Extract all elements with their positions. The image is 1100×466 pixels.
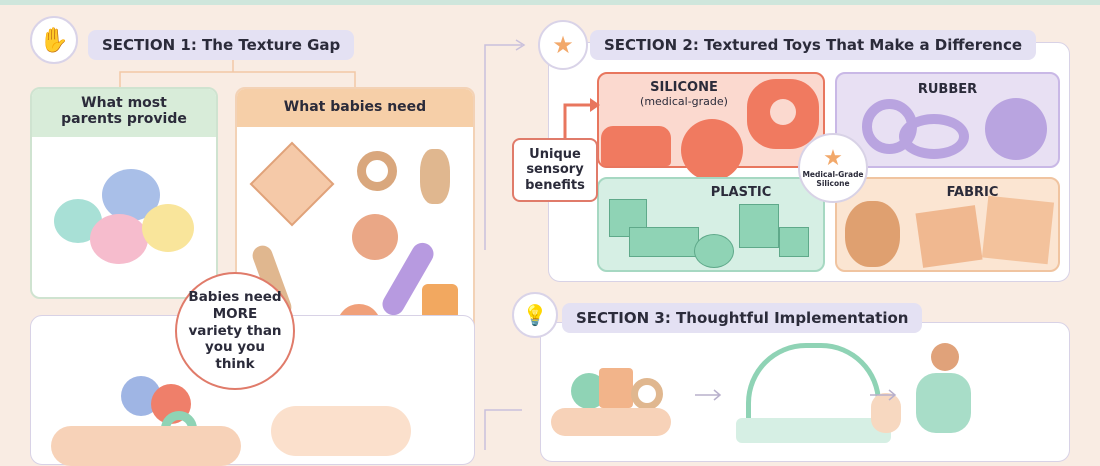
plastic-gear xyxy=(694,234,734,268)
parent-figure xyxy=(931,343,959,371)
rubber-ball xyxy=(985,98,1047,160)
teddy-bear xyxy=(845,201,900,267)
fabric-label: FABRIC xyxy=(946,185,999,200)
baby-hands xyxy=(271,406,411,456)
plush-toy xyxy=(90,214,148,264)
silicone-teether xyxy=(747,79,819,149)
callout-arrow xyxy=(563,98,600,140)
rubber-ring xyxy=(899,114,969,159)
section1-branch xyxy=(119,71,356,87)
fabric-book xyxy=(599,368,633,408)
callout-text: Unique sensory benefits xyxy=(525,146,585,193)
medical-grade-badge: ★ Medical-Grade Silicone xyxy=(798,133,868,203)
sensory-cube xyxy=(422,284,458,320)
material-rubber: RUBBER xyxy=(835,72,1060,168)
silicone-mat xyxy=(601,126,671,166)
teething-ring xyxy=(631,378,663,410)
arrow-to-section2 xyxy=(484,44,522,250)
material-plastic: PLASTIC xyxy=(597,177,825,272)
silicone-label: SILICONE xyxy=(650,80,718,95)
plastic-label: PLASTIC xyxy=(710,185,772,200)
plush-toy xyxy=(142,204,194,252)
section2-title: SECTION 2: Textured Toys That Make a Dif… xyxy=(590,30,1037,60)
badge-text: Medical-Grade Silicone xyxy=(802,170,864,188)
plastic-block xyxy=(629,227,699,257)
plastic-cube xyxy=(779,227,809,257)
top-accent-bar xyxy=(0,0,1100,5)
fabric-square xyxy=(981,195,1055,265)
arrow-to-section3 xyxy=(484,409,522,450)
wooden-teether xyxy=(420,149,450,204)
hand-icon: ✋ xyxy=(30,16,78,64)
unique-sensory-callout: Unique sensory benefits xyxy=(512,138,598,202)
fabric-square xyxy=(915,205,983,268)
adult-hand xyxy=(51,426,241,466)
material-fabric: FABRIC xyxy=(835,177,1060,272)
plastic-cube xyxy=(739,204,779,248)
badge-star-icon: ★ xyxy=(823,146,843,171)
yarn-ball xyxy=(352,214,398,260)
parents-provide-box: What most parents provide xyxy=(30,87,218,299)
teething-ring xyxy=(357,151,397,191)
baby-play-gym xyxy=(746,343,881,443)
parents-provide-title: What most parents provide xyxy=(32,89,216,137)
lightbulb-icon: 💡 xyxy=(512,292,558,338)
babies-need-title: What babies need xyxy=(237,89,473,127)
star-icon: ★ xyxy=(538,20,588,70)
play-mat xyxy=(736,418,891,443)
material-silicone: SILICONE (medical-grade) xyxy=(597,72,825,181)
bubble-text: Babies need MORE variety than you you th… xyxy=(188,288,282,373)
taggie-blanket xyxy=(249,141,335,227)
parent-figure xyxy=(916,373,971,433)
plastic-cube xyxy=(609,199,647,237)
rubber-label: RUBBER xyxy=(917,82,978,97)
silicone-note: (medical-grade) xyxy=(640,95,728,108)
adult-hand xyxy=(551,408,671,436)
section3-title: SECTION 3: Thoughtful Implementation xyxy=(562,303,923,333)
process-arrows xyxy=(695,389,897,401)
connector-arrows xyxy=(119,39,526,450)
section1-title: SECTION 1: The Texture Gap xyxy=(88,30,355,60)
speech-bubble: Babies need MORE variety than you you th… xyxy=(175,272,295,390)
baby-figure xyxy=(871,393,901,433)
silicone-disc xyxy=(681,119,743,181)
